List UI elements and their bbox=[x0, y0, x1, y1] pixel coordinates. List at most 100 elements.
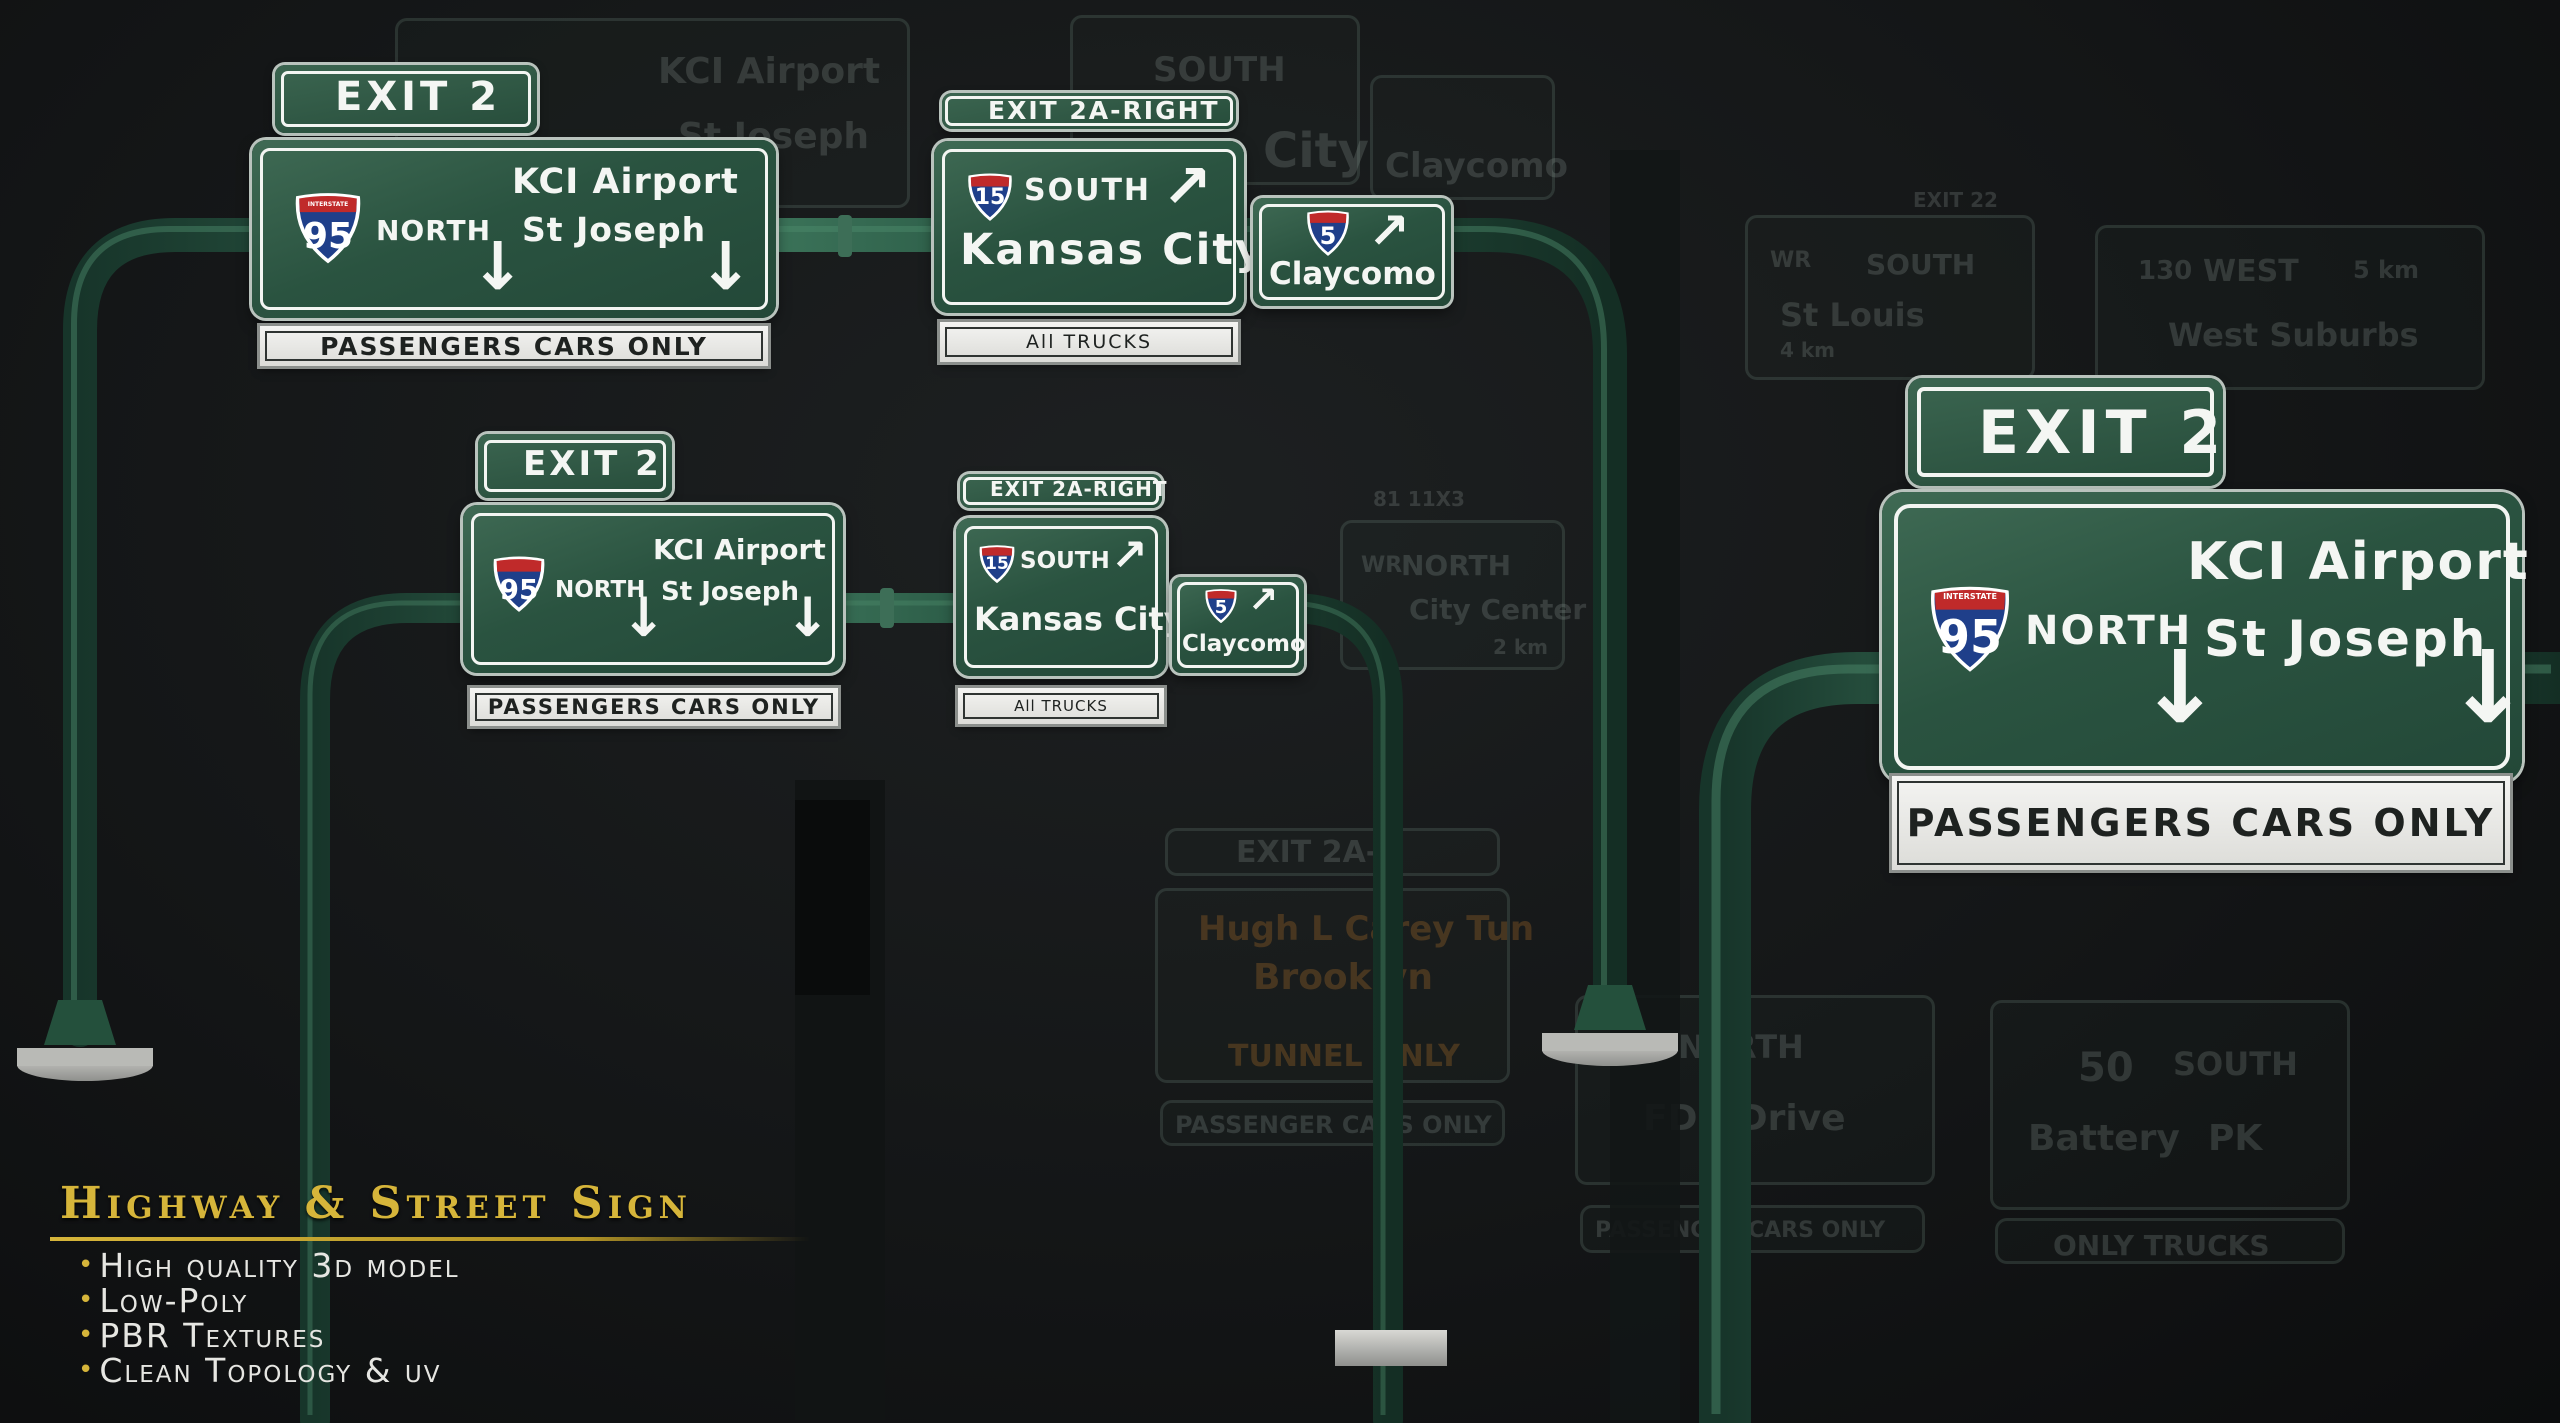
up-right-arrow-icon: ↗ bbox=[1162, 152, 1213, 222]
plaque-text: PASSENGERS CARS ONLY bbox=[320, 331, 708, 361]
exit-tab-label: EXIT 2 bbox=[335, 74, 502, 120]
all-trucks-plaque: All TRUCKS bbox=[940, 322, 1238, 362]
claycomo-destination: Claycomo bbox=[1182, 631, 1306, 657]
exit-tab: EXIT 2 bbox=[1908, 378, 2223, 486]
bg-sign-south-dest: City bbox=[1263, 123, 1369, 179]
bg-sign-brooklyn-tab: EXIT 2A-5 bbox=[1165, 828, 1500, 876]
bg-sign-city-dest: City Center bbox=[1409, 593, 1587, 626]
interstate-15-shield-icon: 15 bbox=[978, 544, 1016, 584]
up-right-arrow-icon: ↗ bbox=[1248, 580, 1279, 621]
down-arrow-icon: ↓ bbox=[698, 228, 754, 305]
direction-label: NORTH bbox=[555, 577, 646, 603]
down-arrow-icon: ↓ bbox=[621, 586, 667, 649]
bullet-icon: • bbox=[78, 1250, 96, 1280]
interstate-95-shield-icon: INTERSTATE 95 bbox=[292, 192, 364, 264]
passenger-cars-plaque: PASSENGERS CARS ONLY bbox=[1892, 776, 2510, 870]
down-arrow-icon: ↓ bbox=[2446, 629, 2530, 746]
direction-label: NORTH bbox=[2025, 608, 2193, 654]
south-direction-label: SOUTH bbox=[1020, 548, 1110, 574]
bg-sign-west-route: 130 bbox=[2138, 256, 2193, 286]
interstate-95-shield-icon: 95 bbox=[491, 555, 547, 613]
bg-sign-claycomo-dest: Claycomo bbox=[1385, 146, 1568, 186]
south-destination: Kansas City bbox=[974, 600, 1185, 638]
pole-clamp bbox=[838, 215, 852, 257]
exit-tab-label: EXIT 2 bbox=[523, 444, 662, 484]
pole-base-left bbox=[44, 1000, 116, 1045]
all-trucks-text: All TRUCKS bbox=[1014, 697, 1108, 715]
bullet-icon: • bbox=[78, 1285, 96, 1315]
exit-tab: EXIT 2 bbox=[478, 434, 672, 498]
pole-right bbox=[1699, 652, 2560, 1423]
exit-2a-right-tab: EXIT 2A-RIGHT bbox=[942, 93, 1236, 129]
interstate-5-shield-icon: 5 bbox=[1305, 210, 1351, 256]
bg-sign-city-route: WR bbox=[1361, 553, 1403, 578]
bg-sign-battery-dest: Battery bbox=[2028, 1118, 2180, 1159]
bg-sign-west-dest: West Suburbs bbox=[2168, 316, 2419, 354]
pole-middle-clamp bbox=[880, 588, 894, 628]
bg-sign-st-louis: EXIT 22 WR SOUTH St Louis 4 km bbox=[1745, 188, 2035, 380]
interstate-5-shield-icon: 5 bbox=[1204, 589, 1238, 623]
bg-sign-south-dir: SOUTH bbox=[1153, 50, 1286, 90]
title-underline bbox=[50, 1237, 810, 1241]
plaque-text: PASSENGERS CARS ONLY bbox=[1906, 801, 2496, 845]
kansas-city-sign: 15 SOUTH ↗ Kansas City bbox=[956, 518, 1185, 676]
bg-sign-kci-line1: KCI Airport bbox=[658, 51, 881, 92]
bg-sign-west-dir: WEST bbox=[2203, 254, 2299, 289]
bg-sign-st-louis-tab: EXIT 22 bbox=[1913, 188, 1998, 212]
claycomo-sign: 5 ↗ Claycomo bbox=[1253, 198, 1451, 306]
exit-2a-right-label: EXIT 2A-RIGHT bbox=[990, 477, 1168, 501]
bg-sign-st-louis-route: WR bbox=[1770, 248, 1812, 273]
pole-base-right bbox=[1574, 985, 1646, 1030]
claycomo-sign: 5 ↗ Claycomo bbox=[1172, 577, 1306, 673]
down-arrow-icon: ↓ bbox=[785, 586, 831, 649]
bg-sign-st-louis-dest: St Louis bbox=[1780, 296, 1925, 334]
main-guide-sign: INTERSTATE 95 NORTH KCI Airport St Josep… bbox=[252, 140, 776, 318]
south-direction-label: SOUTH bbox=[1024, 173, 1152, 208]
feature-item: • Low-Poly bbox=[78, 1281, 248, 1320]
feature-item-label: Clean Topology & uv bbox=[99, 1350, 442, 1390]
bg-sign-city-tab: 81 11X3 bbox=[1373, 487, 1465, 511]
destination-line-2: St Joseph bbox=[522, 210, 707, 249]
interstate-15-shield-icon: 15 bbox=[966, 173, 1014, 221]
passenger-cars-plaque: PASSENGERS CARS ONLY bbox=[260, 326, 768, 366]
passenger-cars-plaque: PASSENGERS CARS ONLY bbox=[470, 688, 838, 726]
bg-sign-st-louis-dist: 4 km bbox=[1780, 338, 1836, 362]
feature-title: Highway & Street Sign bbox=[60, 1178, 693, 1229]
interstate-95-shield-icon: INTERSTATE 95 bbox=[1926, 582, 2014, 676]
bg-sign-battery: 50 SOUTH Battery PK bbox=[1990, 1000, 2350, 1210]
destination-line-1: KCI Airport bbox=[653, 533, 826, 566]
bg-sign-battery-dir: SOUTH bbox=[2173, 1045, 2298, 1083]
bg-sign-brooklyn-plaque: PASSENGER CARS ONLY bbox=[1160, 1100, 1505, 1146]
main-guide-sign: INTERSTATE 95 NORTH KCI Airport St Josep… bbox=[1882, 492, 2530, 782]
pole-top-left bbox=[63, 218, 1627, 1047]
bg-sign-brooklyn-line1: Hugh L Carey Tun bbox=[1198, 909, 1535, 949]
bg-sign-west-dist: 5 km bbox=[2353, 256, 2420, 284]
bg-sign-battery-dest2: PK bbox=[2208, 1118, 2263, 1159]
bg-sign-city-dir: NORTH bbox=[1401, 549, 1512, 582]
direction-label: NORTH bbox=[376, 214, 492, 247]
bg-sign-brooklyn-line2: Brooklyn bbox=[1253, 957, 1434, 998]
bg-sign-west-suburbs: 130 WEST 5 km West Suburbs bbox=[2095, 225, 2485, 390]
down-arrow-icon: ↓ bbox=[470, 228, 526, 305]
plaque-text: PASSENGERS CARS ONLY bbox=[487, 695, 821, 719]
up-right-arrow-icon: ↗ bbox=[1368, 202, 1410, 260]
all-trucks-plaque: All TRUCKS bbox=[958, 688, 1164, 724]
feature-item-label: High quality 3d model bbox=[99, 1245, 460, 1285]
main-guide-sign: 95 NORTH KCI Airport St Joseph ↓ ↓ bbox=[463, 505, 843, 673]
bg-sign-brooklyn-line3: TUNNEL ONLY bbox=[1228, 1039, 1460, 1074]
up-right-arrow-icon: ↗ bbox=[1111, 530, 1148, 581]
bg-sign-claycomo: Claycomo bbox=[1370, 75, 1568, 200]
bg-sign-battery-route: 50 bbox=[2078, 1045, 2134, 1091]
destination-line-1: KCI Airport bbox=[512, 162, 739, 202]
exit-tab: EXIT 2 bbox=[275, 65, 537, 133]
claycomo-destination: Claycomo bbox=[1269, 256, 1436, 292]
bullet-icon: • bbox=[78, 1320, 96, 1350]
feature-item: • High quality 3d model bbox=[78, 1245, 460, 1285]
south-destination: Kansas City bbox=[960, 225, 1266, 275]
destination-line-2: St Joseph bbox=[661, 577, 799, 607]
exit-2a-right-tab: EXIT 2A-RIGHT bbox=[960, 474, 1166, 508]
bg-sign-brooklyn: Hugh L Carey Tun Brooklyn TUNNEL ONLY bbox=[1155, 888, 1534, 1083]
bg-sign-battery-plaque: ONLY TRUCKS bbox=[1995, 1218, 2345, 1264]
bg-sign-brooklyn-plaque-text: PASSENGER CARS ONLY bbox=[1175, 1111, 1492, 1139]
